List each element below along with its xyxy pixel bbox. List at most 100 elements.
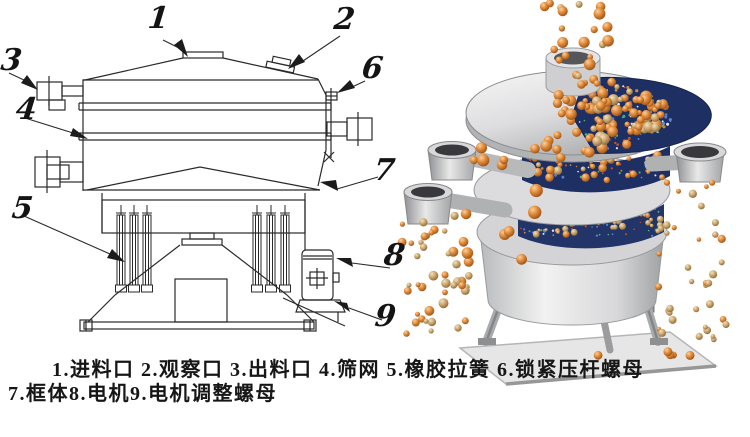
particle [656, 251, 662, 257]
particle [585, 134, 593, 142]
particle [636, 105, 639, 108]
particle [552, 98, 563, 109]
particle [537, 228, 541, 232]
particle [659, 174, 665, 181]
particle [562, 96, 571, 105]
particle [551, 229, 555, 232]
particle [528, 230, 531, 233]
particle [709, 270, 718, 279]
particle [664, 230, 670, 236]
callout-3: 3 [0, 43, 24, 78]
particle [656, 215, 664, 223]
particle [614, 84, 620, 90]
particle [614, 141, 617, 145]
particle [406, 282, 412, 288]
particle [587, 54, 594, 60]
render-3d-sieve-machine [397, 0, 730, 386]
particle [562, 225, 569, 233]
particle [664, 115, 668, 119]
particle [423, 318, 429, 324]
particle [655, 228, 661, 234]
particle [546, 165, 555, 175]
motor [282, 233, 346, 327]
mesh-band-3 [518, 204, 664, 249]
particle [636, 115, 645, 124]
particle [577, 80, 586, 89]
particle [570, 228, 578, 236]
left-pipe-upper [36, 76, 84, 111]
particle [646, 170, 651, 174]
particle [581, 173, 590, 182]
clamp-rod [323, 88, 338, 163]
particle [561, 175, 565, 179]
particle [557, 109, 566, 118]
particle [532, 230, 540, 238]
particle [578, 36, 590, 48]
particle [611, 233, 614, 236]
particle [590, 125, 597, 132]
particle [614, 88, 618, 92]
particle [557, 37, 569, 48]
particle [553, 166, 563, 175]
particle [523, 228, 526, 231]
line-drawing-sieve-machine [8, 35, 391, 332]
particle [571, 228, 573, 230]
particle [629, 170, 637, 178]
particle [461, 317, 469, 325]
particle [647, 229, 650, 232]
particle [615, 161, 621, 166]
particle [415, 311, 420, 317]
particle [565, 108, 577, 120]
particle [556, 152, 566, 163]
falling-balls-inlet [543, 90, 606, 163]
feed-inlet [182, 51, 224, 59]
particle [552, 234, 555, 237]
particle [555, 56, 563, 64]
particle [657, 111, 665, 119]
particle [593, 350, 603, 360]
particle [523, 231, 526, 234]
particle [595, 234, 599, 237]
particle [602, 21, 613, 33]
particle [595, 101, 606, 111]
particle [654, 174, 657, 177]
base-structure [79, 232, 317, 332]
particle [557, 6, 568, 17]
particle [558, 25, 566, 32]
particle [688, 189, 697, 198]
particle [623, 86, 626, 89]
particle [544, 228, 548, 232]
particle [688, 278, 695, 285]
particle [618, 172, 621, 175]
balls-on-base [593, 347, 695, 360]
particle [593, 80, 601, 87]
particle [545, 173, 554, 182]
particle [626, 86, 630, 89]
particle [583, 119, 586, 122]
particle [698, 202, 705, 210]
particle [516, 253, 527, 265]
particle [622, 114, 626, 118]
particle [569, 164, 572, 167]
particle [591, 226, 593, 228]
particle [663, 179, 671, 186]
particle [661, 120, 664, 123]
particle [442, 228, 448, 234]
particle [607, 77, 616, 87]
callout-5: 5 [10, 191, 35, 226]
callout-2: 2 [332, 2, 357, 37]
particle [651, 234, 654, 237]
particle [611, 104, 623, 117]
particle [561, 51, 570, 60]
particle [465, 272, 473, 280]
particle [638, 171, 641, 174]
particle [625, 233, 627, 236]
body-bands [78, 79, 332, 191]
particle [717, 234, 726, 243]
particle [454, 324, 462, 332]
left-pipe-lower [34, 150, 84, 193]
particle [403, 287, 412, 295]
particle [668, 118, 672, 122]
particle [438, 298, 449, 309]
